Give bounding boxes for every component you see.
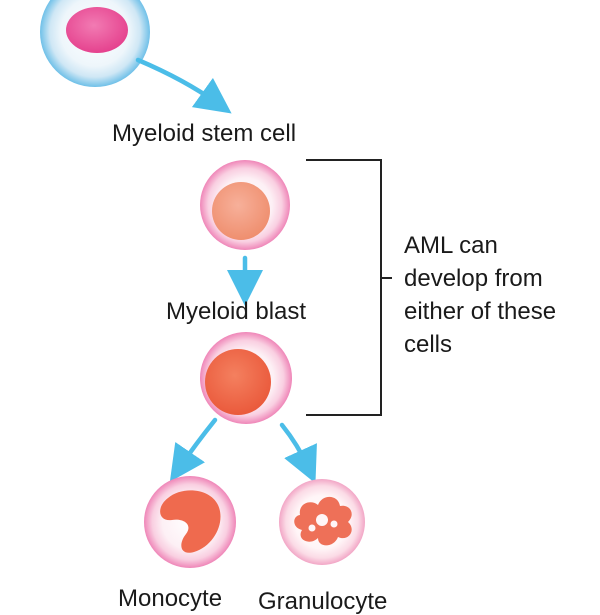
aml-bracket [306,159,392,416]
label-monocyte: Monocyte [118,585,223,612]
monocyte-icon [144,476,236,568]
aml-note-line: cells [404,331,453,358]
arrow-to-monocyte [169,417,218,482]
myeloid-blast-icon [200,332,292,424]
aml-note-line: develop from [404,265,543,292]
aml-note-line: AML can [404,232,498,259]
granulocyte-icon [279,479,365,565]
cell-lineage-diagram [40,0,392,568]
aml-note-line: either of these [404,298,557,325]
label-granulocyte: Granulocyte [258,588,388,615]
myeloid-stem-cell-icon [200,160,290,250]
arrow-to-myeloid-stem-cell [135,57,232,114]
label-myeloid-blast: Myeloid blast [166,298,307,325]
hematopoietic-stem-cell-icon [40,0,150,87]
aml-note: AML can develop from either of these cel… [404,229,556,361]
arrow-to-granulocyte [279,422,317,484]
label-myeloid-stem-cell: Myeloid stem cell [112,120,297,147]
